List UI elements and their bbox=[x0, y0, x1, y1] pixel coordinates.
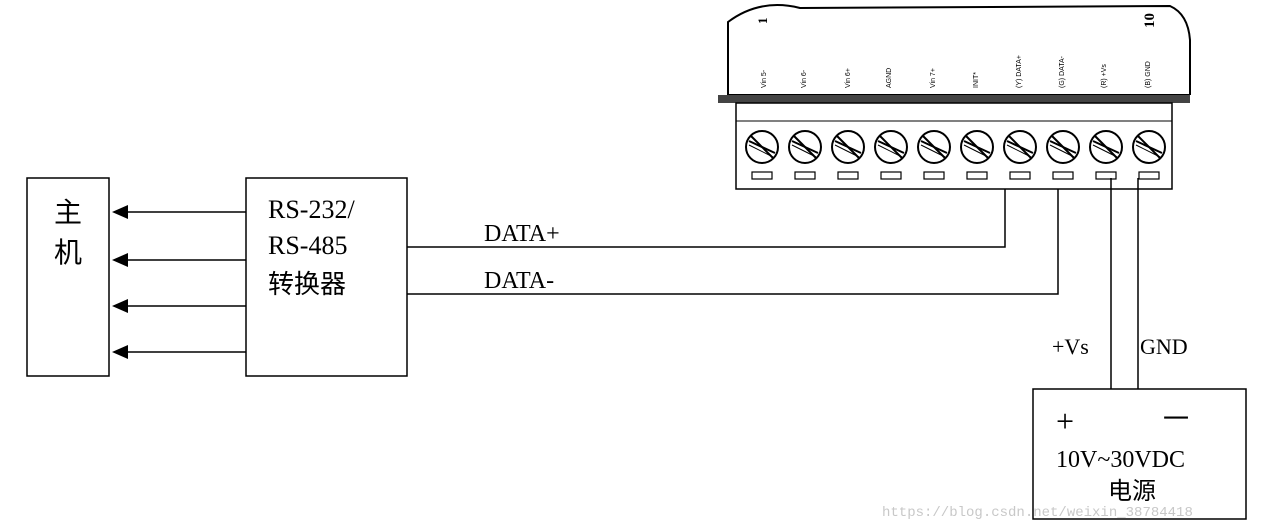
pin-labels: Vin 5- Vin 6- Vin 6+ AGND Vin 7+ INIT* (… bbox=[761, 55, 1152, 88]
power-supply-box bbox=[1032, 388, 1247, 520]
pin-label: (R) +Vs bbox=[1101, 64, 1108, 88]
pin-label: INIT* bbox=[973, 72, 980, 88]
arrows bbox=[112, 205, 246, 359]
pin-label: Vin 6- bbox=[801, 69, 808, 88]
pin-label: Vin 5- bbox=[761, 69, 768, 88]
data-minus-wire bbox=[407, 178, 1059, 295]
host-label-line2: 机 bbox=[54, 237, 82, 269]
pin-last-number: 10 bbox=[1142, 13, 1158, 28]
pin-label: (B) GND bbox=[1145, 61, 1152, 88]
pin-label: Vin 7+ bbox=[930, 68, 937, 88]
host-box bbox=[26, 177, 110, 377]
pin-label: (G) DATA- bbox=[1059, 55, 1066, 88]
data-plus-label: DATA+ bbox=[484, 221, 560, 247]
converter-line1: RS-232/ bbox=[268, 195, 355, 224]
pin-label: AGND bbox=[886, 68, 893, 88]
plus-sign: + bbox=[1056, 403, 1074, 439]
vs-label: +Vs bbox=[1052, 334, 1089, 359]
watermark: https://blog.csdn.net/weixin_38784418 bbox=[882, 505, 1193, 521]
host-label-line1: 主 bbox=[54, 197, 82, 229]
data-minus-label: DATA- bbox=[484, 268, 554, 294]
voltage-label: 10V~30VDC bbox=[1056, 447, 1185, 473]
module: 1 10 Vin 5- Vin 6- Vin 6+ AGND Vin 7+ IN… bbox=[718, 4, 1191, 190]
converter-box bbox=[245, 177, 408, 377]
gnd-label: GND bbox=[1140, 334, 1188, 359]
terminal-slots bbox=[751, 171, 1160, 180]
pin-label: Vin 6+ bbox=[845, 68, 852, 88]
power-supply-name: 电源 bbox=[1108, 478, 1156, 505]
converter-line2: RS-485 bbox=[268, 231, 347, 260]
converter-line3: 转换器 bbox=[268, 270, 346, 299]
pin-first-number: 1 bbox=[755, 18, 770, 25]
pin-label: (Y) DATA+ bbox=[1016, 55, 1023, 88]
minus-sign: 一 bbox=[1163, 405, 1189, 434]
data-plus-wire bbox=[407, 178, 1006, 248]
